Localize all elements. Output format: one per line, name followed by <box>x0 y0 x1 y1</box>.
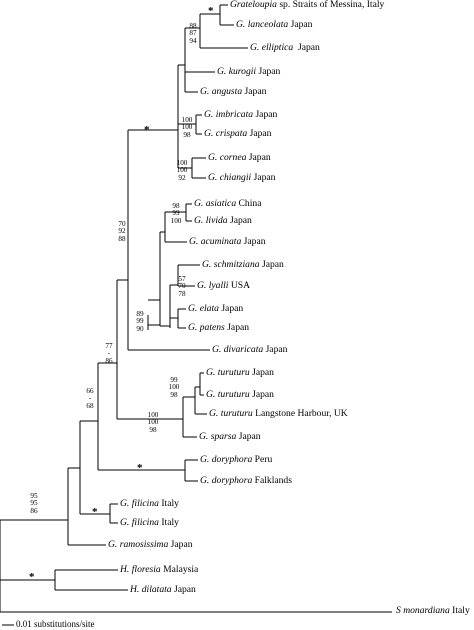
scale-bar-label: 0.01 substitutions/site <box>16 619 95 629</box>
taxon-label: G. angusta Japan <box>200 86 267 97</box>
taxon-label: H. floresia Malaysia <box>120 564 199 575</box>
taxon-label: G. turuturu Japan <box>206 367 274 378</box>
taxon-label: G. acuminata Japan <box>189 236 266 247</box>
taxon-label: H. dilatata Japan <box>130 584 196 595</box>
taxon-label: G. lyalli USA <box>197 280 251 291</box>
taxon-label: G. imbricata Japan <box>204 109 278 120</box>
taxon-label: G. sparsa Japan <box>199 431 261 442</box>
taxon-label: G. livida Japan <box>194 215 252 226</box>
taxon-label: G. turuturu Langstone Harbour, UK <box>209 408 348 419</box>
support-values: 66-68 <box>86 387 94 410</box>
taxon-label: G. filicina Italy <box>120 498 179 509</box>
taxon-label: Grateloupia sp. Straits of Messina, Ital… <box>230 0 385 10</box>
taxon-label: G. doryphora Peru <box>200 454 273 465</box>
full-support-marker: * <box>208 5 214 17</box>
taxon-label: G. asiatica China <box>194 198 262 209</box>
full-support-marker: * <box>29 571 35 583</box>
full-support-marker: * <box>92 506 98 518</box>
taxon-label: G. schmitziana Japan <box>202 259 284 270</box>
taxon-label: G. filicina Italy <box>120 517 179 528</box>
taxon-label: G. ramosissima Japan <box>108 539 193 550</box>
full-support-marker: * <box>137 462 143 474</box>
taxon-label: G. crispata Japan <box>204 128 272 139</box>
taxon-label: G. turuturu Japan <box>206 389 274 400</box>
full-support-marker: * <box>144 124 150 136</box>
taxon-label: G. chiangii Japan <box>208 172 276 183</box>
taxon-label: G. kurogii Japan <box>217 66 281 77</box>
taxon-label: S monardiana Italy <box>396 605 470 616</box>
taxon-label: G. patens Japan <box>188 322 250 333</box>
taxon-label: G. doryphora Falklands <box>200 475 292 486</box>
taxon-label: G. elliptica Japan <box>250 42 320 53</box>
taxon-label: G. divaricata Japan <box>212 344 288 355</box>
taxon-label: G. lanceolata Japan <box>236 19 313 30</box>
support-values: 77-86 <box>105 342 113 365</box>
taxon-label: G. cornea Japan <box>208 152 271 163</box>
taxon-label: G. elata Japan <box>188 303 244 314</box>
